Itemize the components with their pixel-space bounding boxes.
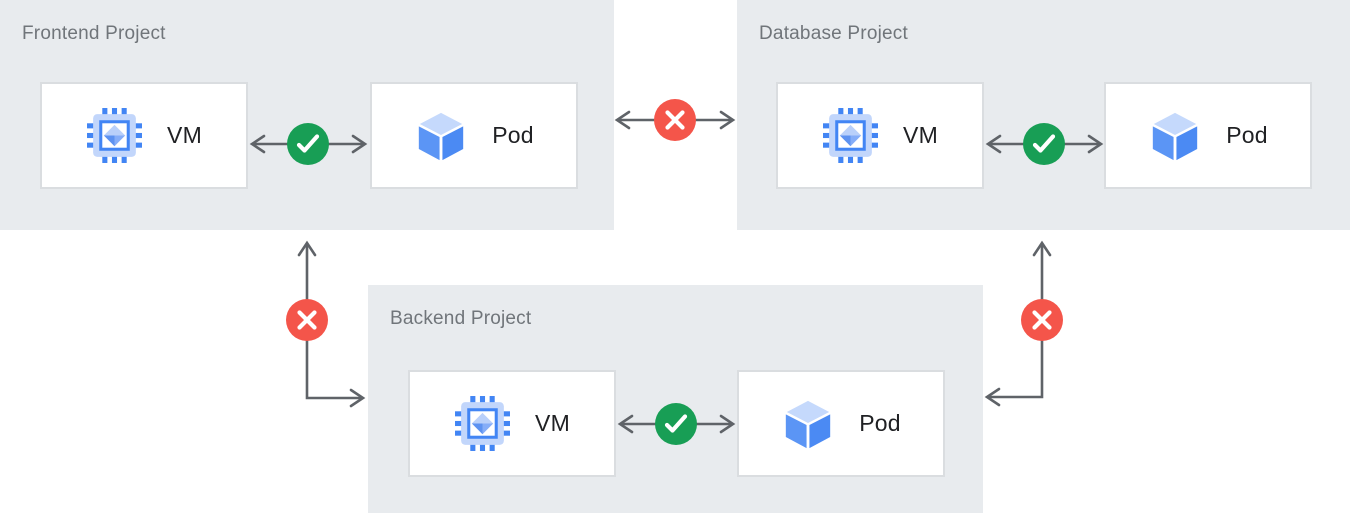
x-circle-icon [1021,299,1063,341]
frontend-database-connection [614,99,736,141]
database-vm-node: VM [776,82,984,189]
frontend-pod-node: Pod [370,82,578,189]
project-title: Database Project [759,23,908,44]
arrowhead-right-icon [349,388,366,408]
node-label: VM [903,122,938,148]
vm-chip-icon [454,395,511,452]
node-label: Pod [859,410,901,436]
node-label: Pod [492,122,534,148]
node-label: VM [167,122,202,148]
arrowhead-up-icon [1032,240,1052,257]
arrowhead-right-icon [719,110,736,130]
project-title: Frontend Project [22,23,166,44]
node-label: Pod [1226,122,1268,148]
x-circle-icon [286,299,328,341]
arrowhead-up-icon [297,240,317,257]
backend-vm-node: VM [408,370,616,477]
project-title: Backend Project [390,308,532,329]
frontend-backend-connection [286,240,366,408]
frontend-vm-node: VM [40,82,248,189]
project-database: Database Project VM Pod [737,0,1350,230]
vm-chip-icon [822,107,879,164]
x-circle-icon [654,99,696,141]
vm-chip-icon [86,107,143,164]
database-backend-connection [984,240,1063,407]
project-backend: Backend Project VM Pod [368,285,983,513]
node-label: VM [535,410,570,436]
backend-pod-node: Pod [737,370,945,477]
pod-cube-icon [781,397,835,451]
arrowhead-left-icon [614,110,631,130]
pod-cube-icon [1148,109,1202,163]
project-frontend: Frontend Project VM Pod [0,0,614,230]
pod-cube-icon [414,109,468,163]
database-pod-node: Pod [1104,82,1312,189]
arrowhead-left-icon [984,387,1001,407]
